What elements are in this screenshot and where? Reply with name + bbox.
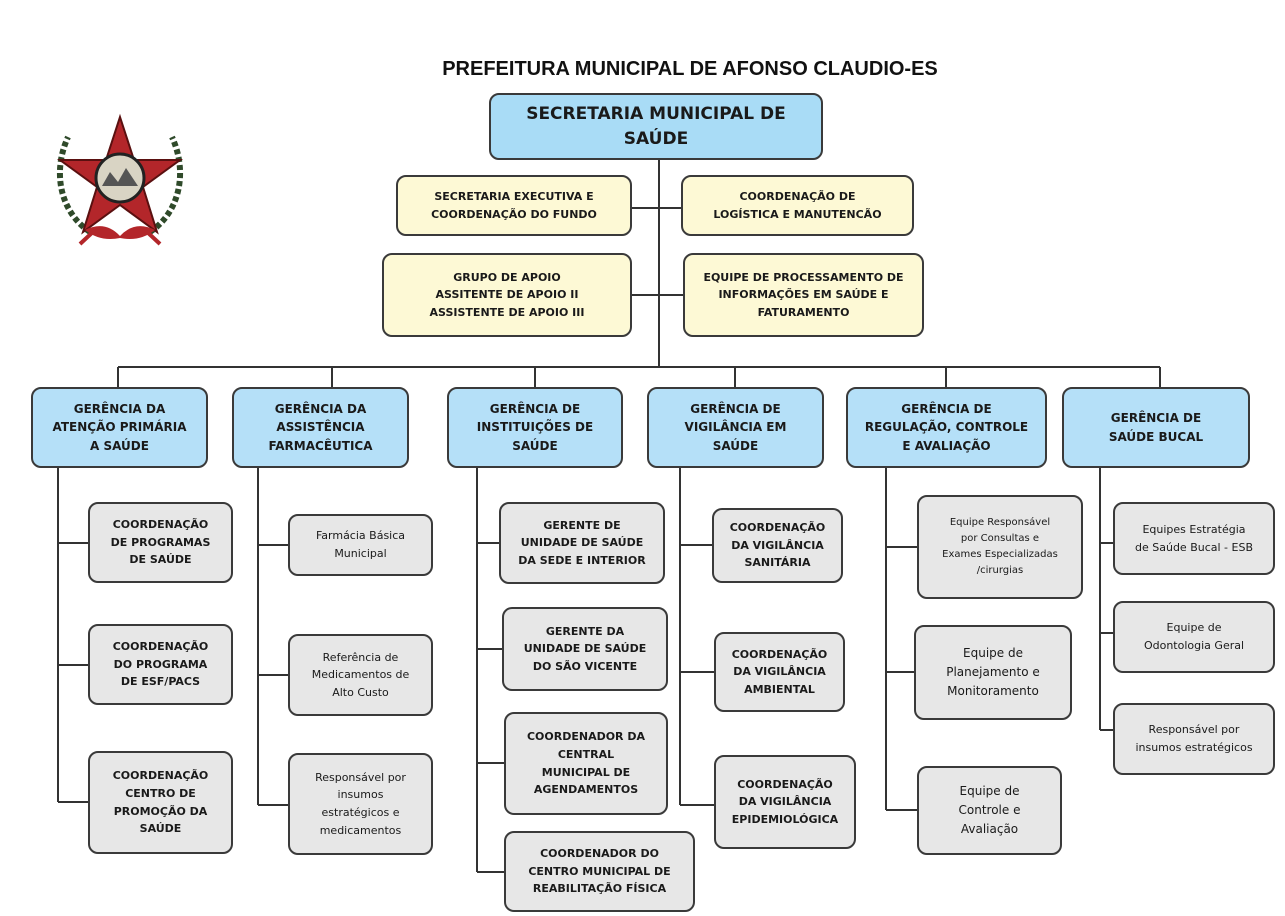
unit-insumos-estrategicos: Responsável por insumos estratégicos <box>1113 703 1275 775</box>
manager-saude-bucal: GERÊNCIA DE SAÚDE BUCAL <box>1062 387 1250 468</box>
unit-vigilancia-ambiental: COORDENAÇÃO DA VIGILÂNCIA AMBIENTAL <box>714 632 845 712</box>
node-secretaria-executiva: SECRETARIA EXECUTIVA E COORDENAÇÃO DO FU… <box>396 175 632 236</box>
unit-medicamentos-alto-custo: Referência de Medicamentos de Alto Custo <box>288 634 433 716</box>
page-title: PREFEITURA MUNICIPAL DE AFONSO CLAUDIO-E… <box>442 58 938 80</box>
node-grupo-apoio: GRUPO DE APOIO ASSITENTE DE APOIO II ASS… <box>382 253 632 337</box>
unit-equipe-controle: Equipe de Controle e Avaliação <box>917 766 1062 855</box>
unit-vigilancia-epidemiologica: COORDENAÇÃO DA VIGILÂNCIA EPIDEMIOLÓGICA <box>714 755 856 849</box>
coat-of-arms-icon <box>56 113 184 246</box>
node-logistica: COORDENAÇÃO DE LOGÍSTICA E MANUTENCÃO <box>681 175 914 236</box>
unit-coordenacao-programas: COORDENAÇÃO DE PROGRAMAS DE SAÚDE <box>88 502 233 583</box>
unit-central-agendamentos: COORDENADOR DA CENTRAL MUNICIPAL DE AGEN… <box>504 712 668 815</box>
unit-gerente-sao-vicente: GERENTE DA UNIDADE DE SAÚDE DO SÃO VICEN… <box>502 607 668 691</box>
manager-vigilancia-saude: GERÊNCIA DE VIGILÂNCIA EM SAÚDE <box>647 387 824 468</box>
unit-equipes-esb: Equipes Estratégia de Saúde Bucal - ESB <box>1113 502 1275 575</box>
manager-atencao-primaria: GERÊNCIA DA ATENÇÃO PRIMÁRIA A SAÚDE <box>31 387 208 468</box>
unit-equipe-planejamento: Equipe de Planejamento e Monitoramento <box>914 625 1072 720</box>
unit-coordenacao-promocao: COORDENAÇÃO CENTRO DE PROMOÇÃO DA SAÚDE <box>88 751 233 854</box>
unit-odontologia-geral: Equipe de Odontologia Geral <box>1113 601 1275 673</box>
unit-insumos-medicamentos: Responsável por insumos estratégicos e m… <box>288 753 433 855</box>
unit-farmacia-basica: Farmácia Básica Municipal <box>288 514 433 576</box>
unit-gerente-sede-interior: GERENTE DE UNIDADE DE SAÚDE DA SEDE E IN… <box>499 502 665 584</box>
manager-instituicoes-saude: GERÊNCIA DE INSTITUIÇÕES DE SAÚDE <box>447 387 623 468</box>
unit-equipe-consultas-exames: Equipe Responsável por Consultas e Exame… <box>917 495 1083 599</box>
unit-coordenacao-esf-pacs: COORDENAÇÃO DO PROGRAMA DE ESF/PACS <box>88 624 233 705</box>
unit-reabilitacao-fisica: COORDENADOR DO CENTRO MUNICIPAL DE REABI… <box>504 831 695 912</box>
node-processamento: EQUIPE DE PROCESSAMENTO DE INFORMAÇÕES E… <box>683 253 924 337</box>
unit-vigilancia-sanitaria: COORDENAÇÃO DA VIGILÂNCIA SANITÁRIA <box>712 508 843 583</box>
node-secretaria-saude: SECRETARIA MUNICIPAL DE SAÚDE <box>489 93 823 160</box>
manager-assistencia-farmaceutica: GERÊNCIA DA ASSISTÊNCIA FARMACÊUTICA <box>232 387 409 468</box>
manager-regulacao: GERÊNCIA DE REGULAÇÃO, CONTROLE E AVALIA… <box>846 387 1047 468</box>
